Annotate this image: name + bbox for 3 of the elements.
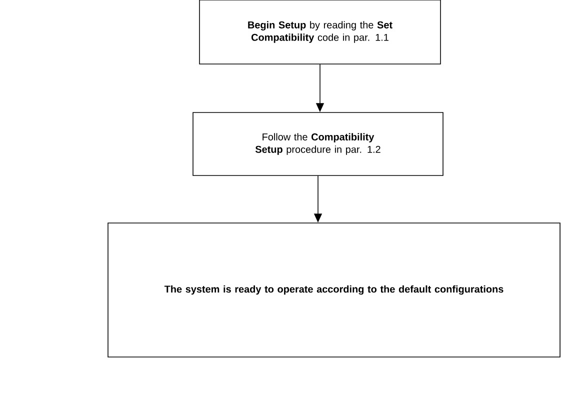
process-box: Follow the Compatibility Setup procedure in par. 1.2 [192, 112, 444, 176]
process-box: The system is ready to operate according to the default configurations [108, 222, 560, 358]
process-box: Begin Setup by reading the Set Compatibility code in par. 1.1 [199, 0, 441, 64]
